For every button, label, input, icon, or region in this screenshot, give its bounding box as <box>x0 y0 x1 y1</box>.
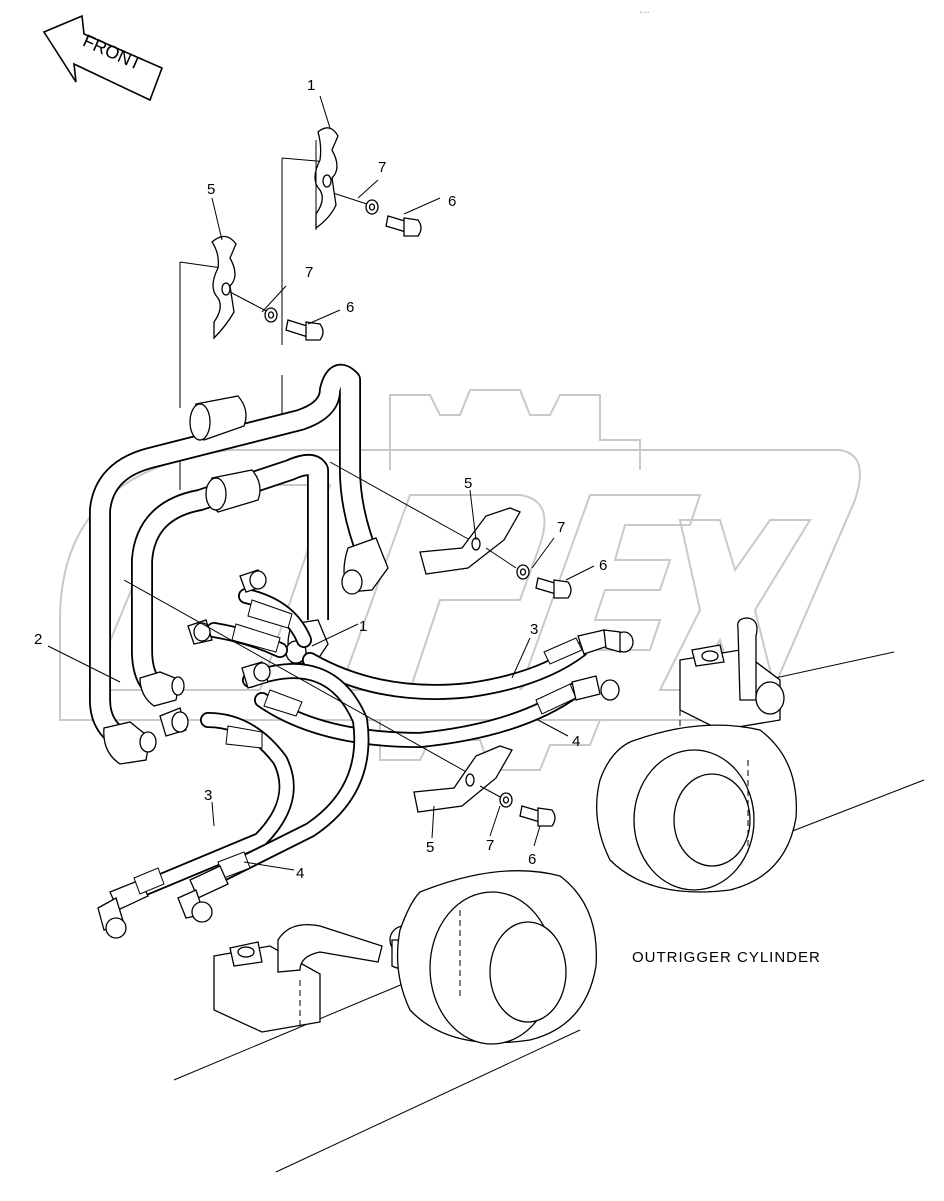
outrigger-cylinder-left <box>173 870 598 1173</box>
callout-5: 5 <box>426 839 434 856</box>
outrigger-cylinder-right <box>596 617 925 893</box>
front-arrow-label: FRONT <box>80 31 145 74</box>
callout-6: 6 <box>599 557 607 574</box>
clamp-middle <box>329 461 521 575</box>
callout-7: 7 <box>378 159 386 176</box>
washer-7-lower <box>499 792 513 808</box>
callout-5: 5 <box>464 475 472 492</box>
clamp-upper-right <box>314 127 339 230</box>
steel-pipe-2-inner <box>131 454 329 700</box>
clamp-upper-left <box>211 235 237 340</box>
front-arrow: FRONT <box>42 14 164 102</box>
steel-pipe-2-outer <box>89 364 379 753</box>
hose-4-right <box>254 675 620 748</box>
callout-5: 5 <box>207 181 215 198</box>
callout-7: 7 <box>486 837 494 854</box>
outrigger-cylinder-caption: OUTRIGGER CYLINDER <box>632 949 821 966</box>
callout-6: 6 <box>448 193 456 210</box>
pipe-sleeves <box>189 395 261 513</box>
corner-mark: ◦ ··· <box>640 10 650 16</box>
callout-1: 1 <box>359 618 367 635</box>
callout-5: 1 <box>307 77 315 94</box>
hose-3-left <box>97 712 295 939</box>
callout-3: 3 <box>530 621 538 638</box>
bolt-6-lower <box>519 805 556 827</box>
washer-7-top <box>365 199 379 215</box>
callout-7: 7 <box>557 519 565 536</box>
callout-6: 6 <box>528 851 536 868</box>
callout-4: 4 <box>296 865 304 882</box>
callout-numbers: 1 1 2 3 3 4 4 5 5 5 6 6 6 6 7 7 7 7 <box>34 77 607 882</box>
hose-4-left <box>177 663 370 923</box>
bolt-6-top <box>385 215 422 237</box>
hose-3-right <box>302 629 634 700</box>
callout-4: 4 <box>572 733 580 750</box>
hose-fittings-upper <box>159 569 312 737</box>
bolt-6-middle <box>535 577 572 599</box>
callout-leaders <box>47 95 595 871</box>
callout-2: 2 <box>34 631 42 648</box>
clamp-lower <box>123 579 513 813</box>
bolt-6-upper-left <box>285 319 324 341</box>
callout-3: 3 <box>204 787 212 804</box>
callout-6: 6 <box>346 299 354 316</box>
washer-7-middle <box>516 564 530 580</box>
callout-7: 7 <box>305 264 313 281</box>
washer-7-upper-left <box>264 307 278 323</box>
